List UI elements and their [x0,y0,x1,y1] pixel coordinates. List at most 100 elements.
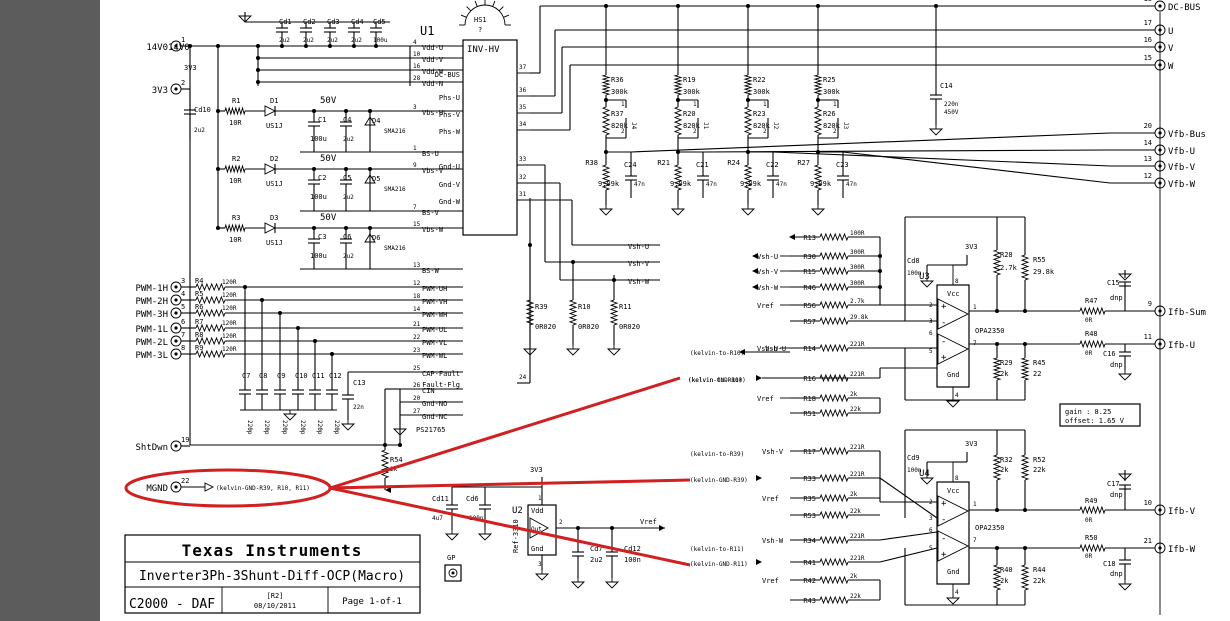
vref-net-label: Vref [640,518,657,526]
u1-pin-number: 1 [413,145,417,152]
port-pin-number: 1 [181,36,185,44]
gate-resistor [195,349,226,359]
resistor-value: 100R [850,230,865,237]
u1-pin-number: 37 [519,64,527,71]
op-amp-plus: + [941,353,947,363]
resistor-value: 2k [1000,466,1009,474]
arrow-head [752,284,758,290]
wire [879,547,938,563]
junction-dot [1023,342,1027,346]
divider-top-resistor [673,74,683,96]
gate-resistor [195,336,226,346]
cap-ref: C17 [1107,480,1120,488]
port-label-mgnd: MGND [146,484,168,494]
net-label: Vsh-V [757,268,779,276]
port-label-dc-bus: DC-BUS [1168,3,1201,13]
port-label-3v3: 3V3 [152,86,168,96]
ground-symbol [570,581,586,589]
port-pin-number: 9 [1148,300,1152,308]
net-label: (kelvin-to-R10) [690,350,744,357]
vfb-v-wire [772,151,1111,167]
u1-pin-name: Vbs-W [422,226,444,234]
resistor-value: 2k [850,491,858,498]
u2-out: Out [531,526,542,533]
ground-symbol [945,400,961,408]
input-resistor [819,535,849,545]
cap-ref: C3 [318,233,326,241]
heatsink-fin [460,14,467,18]
resistor-ref: R32 [1000,456,1013,464]
ground-symbol [534,573,550,581]
cap-value: 220p [299,420,306,435]
cap-value: dnp [1110,294,1123,302]
resistor-ref: R45 [1033,359,1046,367]
cap-value: 2u2 [194,127,205,134]
resistor-ref: R26 [823,110,836,118]
feedback-resistor [992,564,1002,591]
resistor-value: 9.09k [670,180,692,188]
jumper-ref: J3 [842,122,849,130]
junction-dot [878,254,882,258]
u1-pin-name: DC-BUS [435,71,460,79]
resistor-ref: R7 [195,318,203,326]
input-resistor [819,408,849,418]
net-label: Vsh-W [628,278,650,286]
resistor-value: 2.7k [850,298,865,305]
u1-pin-name: Vdd-U [422,44,443,52]
junction-dot [571,260,575,264]
junction-dot [1023,546,1027,550]
u1-heatsink-ref: HS1 [474,16,487,24]
junction-dot [610,526,614,530]
u1-pin-number: 25 [413,365,421,372]
divider-top-resistor [601,74,611,96]
cap-value: 47n [776,181,787,188]
op-amp-pin: 7 [973,537,977,544]
jumper-ref: J1 [702,122,709,130]
cap-ref: C14 [940,82,953,90]
voltage-rating: 50V [320,154,337,164]
cap-ref: Cd7 [590,545,603,553]
junction-dot [374,44,378,48]
tvs-ref: D5 [372,175,380,183]
port-pin-number: 7 [181,331,185,339]
u1-pin-name: Gnd-W [439,198,461,206]
junction-dot [344,226,348,230]
cap-ref: C10 [295,372,308,380]
cap-ref: C16 [1103,350,1116,358]
u1-pin-name: Vdd-W [422,68,444,76]
net-label: Vsh-U [757,253,778,261]
port-label-w: W [1168,62,1174,72]
resistor-ref: R35 [803,495,816,503]
tvs-value: SMA216 [384,128,406,135]
title-revision: [R2] [267,592,284,600]
op-amp-plus: + [941,302,947,312]
op-amp-gnd: Gnd [947,568,960,576]
u1-pin-number: 10 [413,51,421,58]
cap-value: 220n [944,101,959,108]
net-label: Vref [757,395,774,403]
port-label-shtdwn: ShtDwn [135,443,168,453]
junction-dot [1023,508,1027,512]
u1-pin-name: Vdd-N [422,80,443,88]
u1-pin-number: 16 [413,63,421,70]
u2-pin: 2 [559,519,563,526]
u2-gnd: Gnd [531,545,544,553]
junction-dot [313,339,317,343]
resistor-ref: R20 [683,110,696,118]
u1-pin-name: Vdd-V [422,56,444,64]
junction-dot [676,150,680,154]
resistor-ref: R23 [753,110,766,118]
arrow-head [659,525,665,531]
resistor-ref: R5 [195,290,203,298]
output-resistor [1079,543,1106,553]
gate-resistor [195,308,226,318]
port-pin-number: 17 [1144,19,1152,27]
gp-testpoint-ring [448,568,458,578]
resistor-ref: R48 [1085,330,1098,338]
divider-bottom-resistor [743,164,753,191]
divider-bottom-resistor [601,164,611,191]
gain-note-box [1059,403,1141,427]
junction-dot [995,342,999,346]
input-resistor [819,473,849,483]
wire [879,531,938,541]
